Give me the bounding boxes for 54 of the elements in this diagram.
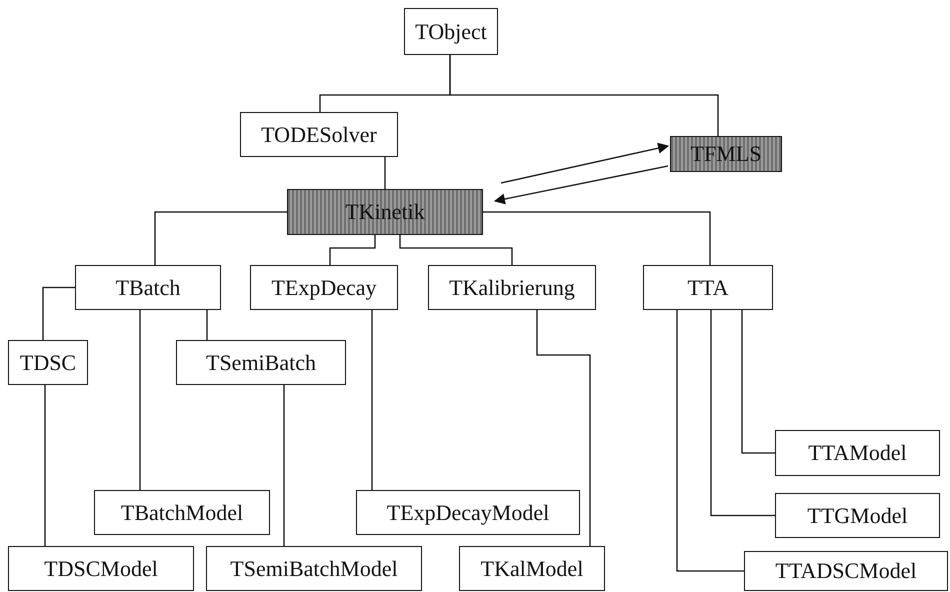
class-name: TTGModel bbox=[807, 502, 908, 528]
class-box bbox=[459, 546, 605, 591]
class-name: TSemiBatch bbox=[206, 350, 316, 376]
class-name: TObject bbox=[415, 18, 487, 44]
class-name: TKinetik bbox=[345, 199, 425, 225]
class-box bbox=[206, 546, 422, 591]
connector-line bbox=[371, 310, 373, 490]
highlighted-class-box bbox=[670, 136, 782, 172]
class-name: TExpDecayModel bbox=[386, 500, 550, 526]
class-box bbox=[8, 546, 194, 591]
class-name: TTAModel bbox=[808, 440, 907, 466]
class-box bbox=[404, 8, 498, 55]
class-box bbox=[744, 551, 948, 591]
class-box bbox=[775, 430, 940, 476]
connector-line bbox=[283, 385, 285, 546]
connector-line bbox=[42, 286, 75, 340]
class-name: TKalibrierung bbox=[449, 274, 575, 300]
class-name: TBatchModel bbox=[120, 500, 244, 526]
highlighted-class-box bbox=[287, 189, 483, 235]
connector-line bbox=[399, 235, 513, 265]
connector-line bbox=[329, 235, 376, 265]
connector-line bbox=[676, 310, 744, 572]
class-box bbox=[8, 340, 88, 385]
connector-line bbox=[710, 310, 775, 516]
class-name: TTA bbox=[687, 274, 728, 300]
class-box bbox=[428, 265, 596, 310]
connector-line bbox=[384, 157, 386, 189]
class-name: TTADSCModel bbox=[775, 558, 917, 584]
class-box bbox=[75, 265, 221, 310]
class-box bbox=[94, 490, 270, 535]
connector-line bbox=[449, 55, 719, 136]
class-name: TDSCModel bbox=[44, 556, 158, 582]
connector-line bbox=[44, 385, 46, 546]
class-name: TFMLS bbox=[690, 141, 762, 167]
connector-line bbox=[741, 310, 775, 454]
class-box bbox=[240, 112, 398, 157]
class-box bbox=[775, 493, 940, 538]
connector-line bbox=[206, 310, 208, 340]
arrow bbox=[494, 165, 668, 204]
class-box bbox=[356, 490, 580, 535]
class-box bbox=[176, 340, 346, 385]
arrow bbox=[500, 142, 670, 184]
class-box bbox=[250, 265, 398, 310]
class-name: TKalModel bbox=[480, 556, 584, 582]
class-name: TExpDecay bbox=[271, 274, 377, 300]
class-name: TSemiBatchModel bbox=[230, 556, 398, 582]
connector-line bbox=[154, 211, 287, 265]
connector-line bbox=[483, 211, 711, 265]
class-name: TODESolver bbox=[261, 122, 377, 148]
connector-line bbox=[536, 310, 591, 546]
connector-line bbox=[139, 310, 141, 490]
class-box bbox=[643, 265, 773, 310]
class-name: TBatch bbox=[116, 274, 180, 300]
class-name: TDSC bbox=[20, 350, 76, 376]
